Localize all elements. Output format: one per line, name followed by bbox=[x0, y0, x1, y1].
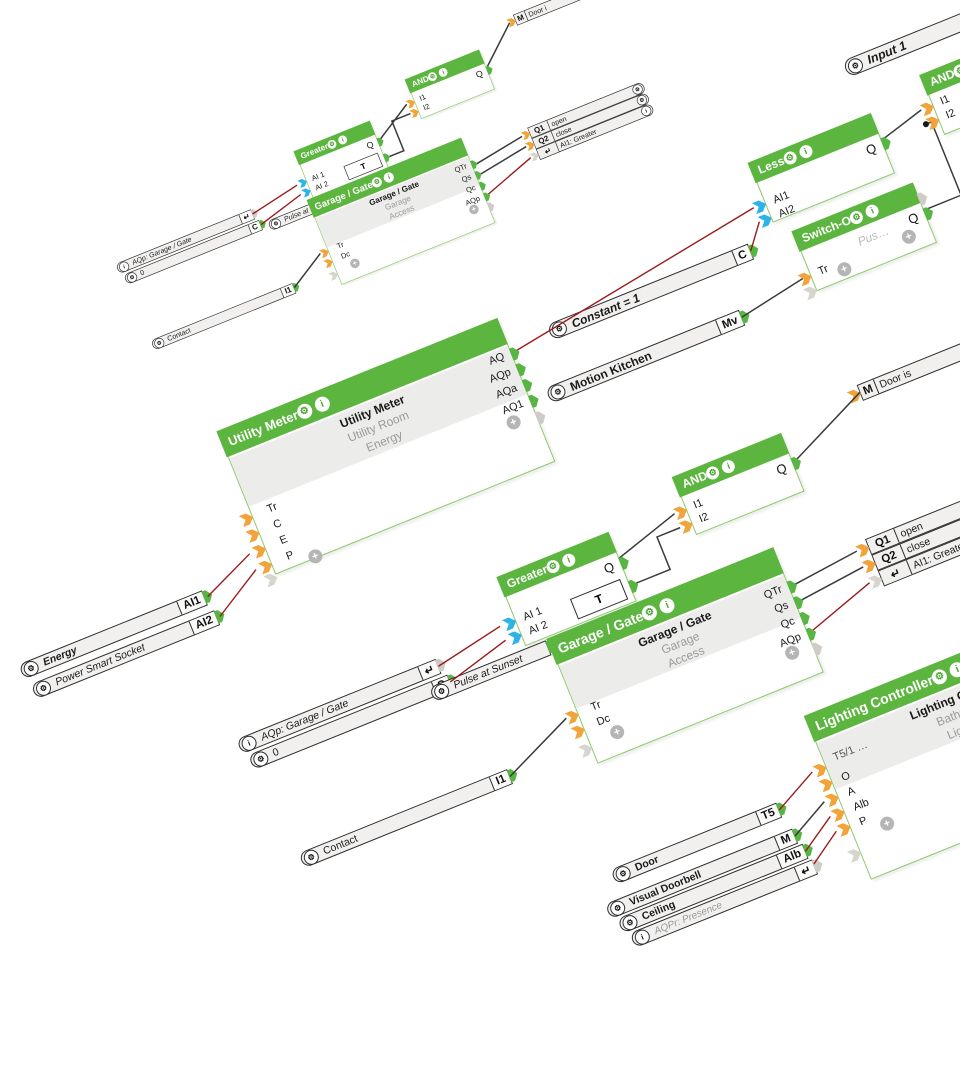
port-label-I2: I2 bbox=[944, 106, 958, 122]
plus-icon[interactable]: + bbox=[878, 814, 897, 833]
port-label-Q: Q bbox=[863, 140, 879, 158]
info-icon[interactable]: i bbox=[437, 66, 450, 79]
port-label-Q: Q bbox=[364, 139, 376, 152]
info-icon[interactable]: i bbox=[864, 202, 881, 220]
port-label-C: C bbox=[271, 517, 284, 532]
info-icon[interactable]: i bbox=[720, 457, 738, 475]
port-label-Q: Q bbox=[773, 460, 789, 478]
plus-icon[interactable]: + bbox=[467, 203, 481, 216]
port-label-Q: Q bbox=[905, 209, 921, 228]
plus-icon[interactable]: + bbox=[899, 227, 918, 246]
port-label-P: P bbox=[857, 814, 869, 829]
port-label-A: A bbox=[845, 784, 857, 799]
info-icon[interactable]: i bbox=[657, 595, 678, 616]
port-label-I1: I1 bbox=[938, 93, 952, 108]
port-label-I1: I1 bbox=[691, 496, 705, 512]
info-icon[interactable]: i bbox=[947, 659, 960, 680]
port-label-P: P bbox=[284, 548, 296, 563]
port-label-Tr: Tr bbox=[816, 262, 831, 278]
info-icon[interactable]: i bbox=[312, 394, 332, 414]
port-label-Dc: Dc bbox=[595, 712, 613, 729]
port-label-Dc: Dc bbox=[339, 249, 352, 261]
port-label-Tr: Tr bbox=[589, 698, 603, 714]
info-icon[interactable]: i bbox=[797, 143, 815, 161]
port-label-Alb: Alb bbox=[851, 796, 871, 814]
info-icon[interactable]: i bbox=[336, 134, 349, 146]
port-label-Tr: Tr bbox=[265, 500, 280, 516]
port-label-Tr: Tr bbox=[335, 240, 346, 251]
port-label-AI2: AI 2 bbox=[526, 618, 550, 638]
port-label-E: E bbox=[277, 533, 290, 548]
port-label-AI2: AI 2 bbox=[314, 179, 330, 193]
port-label-I2: I2 bbox=[697, 510, 711, 526]
info-icon[interactable]: i bbox=[560, 551, 578, 569]
plus-icon[interactable]: + bbox=[608, 722, 627, 742]
port-label-Q: Q bbox=[601, 558, 617, 577]
info-icon[interactable]: i bbox=[382, 170, 396, 184]
plus-icon[interactable]: + bbox=[835, 260, 854, 279]
block-header: Less bbox=[755, 153, 787, 178]
port-label-I1: I1 bbox=[418, 92, 428, 103]
port-label-I2: I2 bbox=[422, 102, 431, 113]
plus-icon[interactable]: + bbox=[348, 257, 362, 270]
port-label-Q: Q bbox=[474, 67, 485, 80]
wire-junction-dot bbox=[922, 121, 929, 128]
